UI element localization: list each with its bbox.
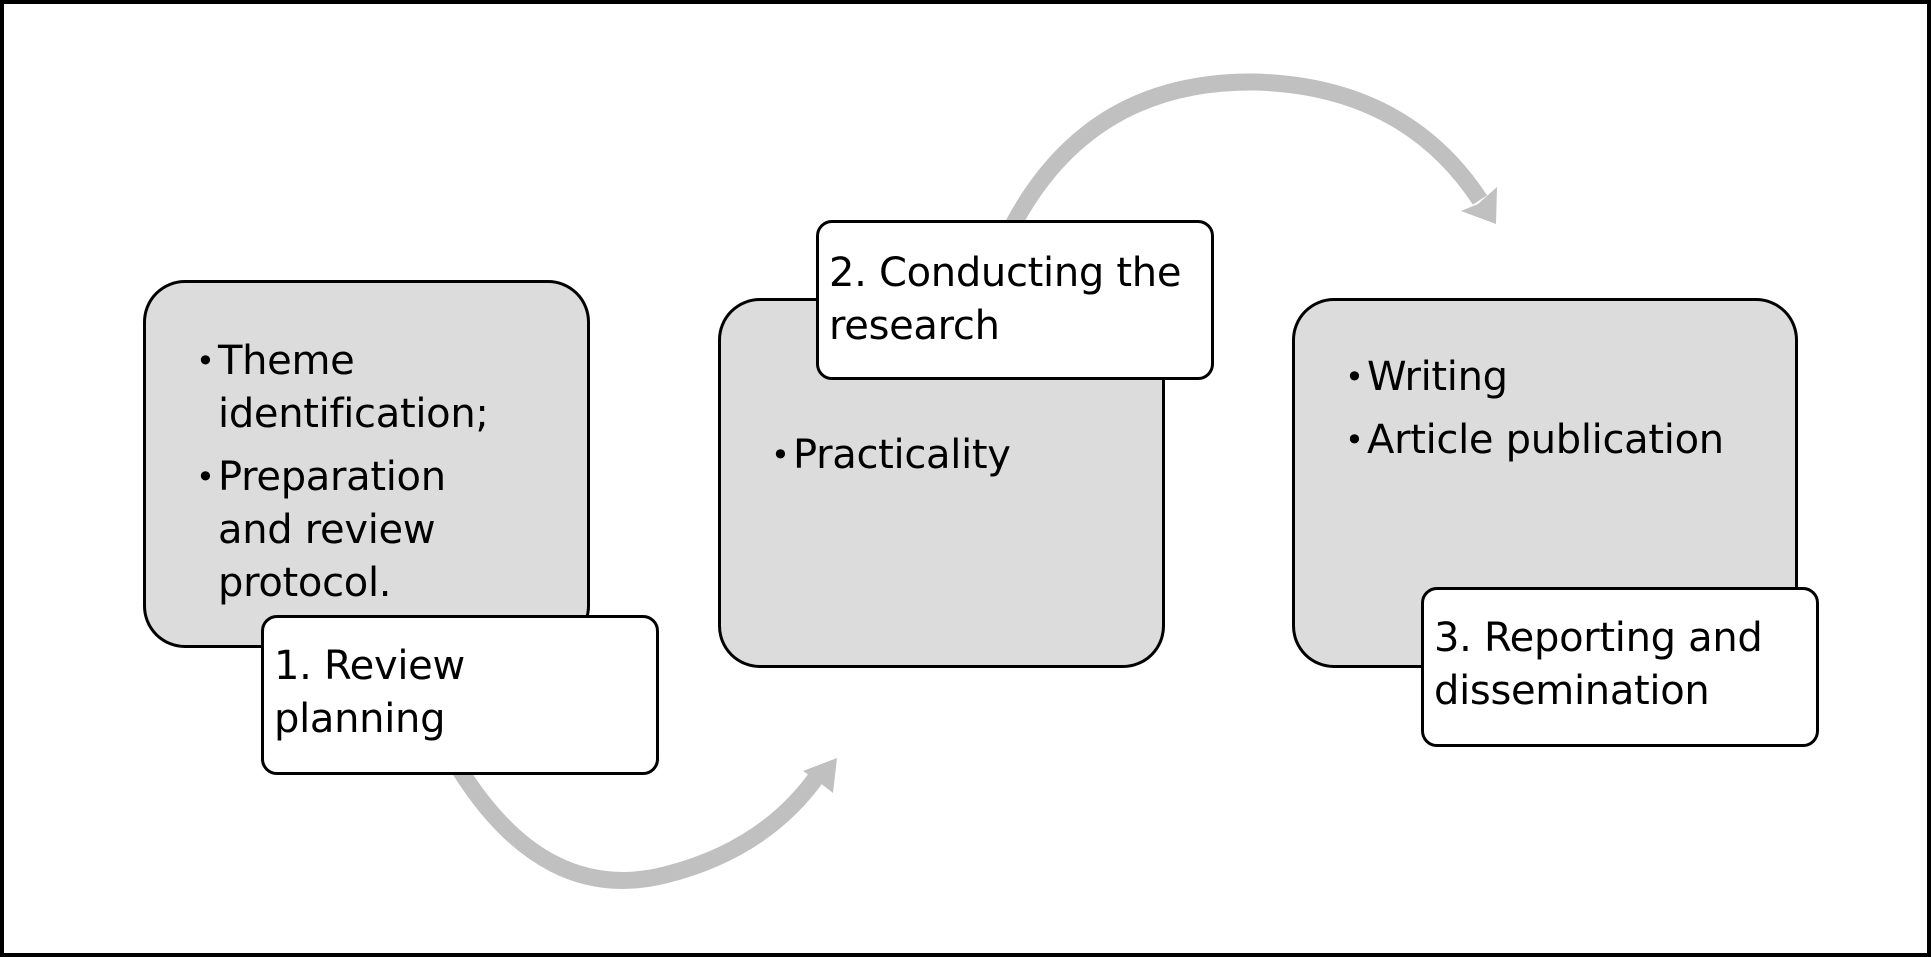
stage-2-bullet-list: •Practicality	[771, 429, 1131, 492]
bullet-item: •Practicality	[771, 429, 1131, 482]
bullet-item: •Article publication	[1345, 414, 1785, 467]
arrowhead-2-to-3	[1461, 187, 1497, 224]
arrowhead-1-to-2	[803, 758, 837, 793]
bullet-item: •Preparation and review protocol.	[196, 451, 526, 610]
bullet-item: •Theme identification;	[196, 335, 526, 441]
stage-2-label: 2. Conducting the research	[816, 220, 1214, 380]
bullet-icon: •	[1345, 358, 1364, 396]
stage-3-label: 3. Reporting and dissemination	[1421, 587, 1819, 747]
bullet-icon: •	[196, 342, 215, 380]
bullet-text: Writing	[1367, 354, 1508, 400]
bullet-text: Practicality	[793, 432, 1011, 478]
connector-arrow-1-to-2	[452, 765, 825, 889]
stage-1-panel: •Theme identification; •Preparation and …	[143, 280, 590, 648]
bullet-icon: •	[1345, 421, 1364, 459]
bullet-text: Article publication	[1367, 417, 1724, 463]
stage-1-label: 1. Review planning	[261, 615, 659, 775]
bullet-text: Theme identification;	[218, 338, 489, 437]
bullet-text: Preparation and review protocol.	[218, 454, 446, 606]
bullet-icon: •	[771, 436, 790, 474]
bullet-icon: •	[196, 458, 215, 496]
bullet-item: •Writing	[1345, 351, 1785, 404]
connector-arrow-2-to-3	[1005, 73, 1488, 229]
stage-3-bullet-list: •Writing •Article publication	[1345, 351, 1785, 477]
stage-1-bullet-list: •Theme identification; •Preparation and …	[196, 335, 526, 620]
